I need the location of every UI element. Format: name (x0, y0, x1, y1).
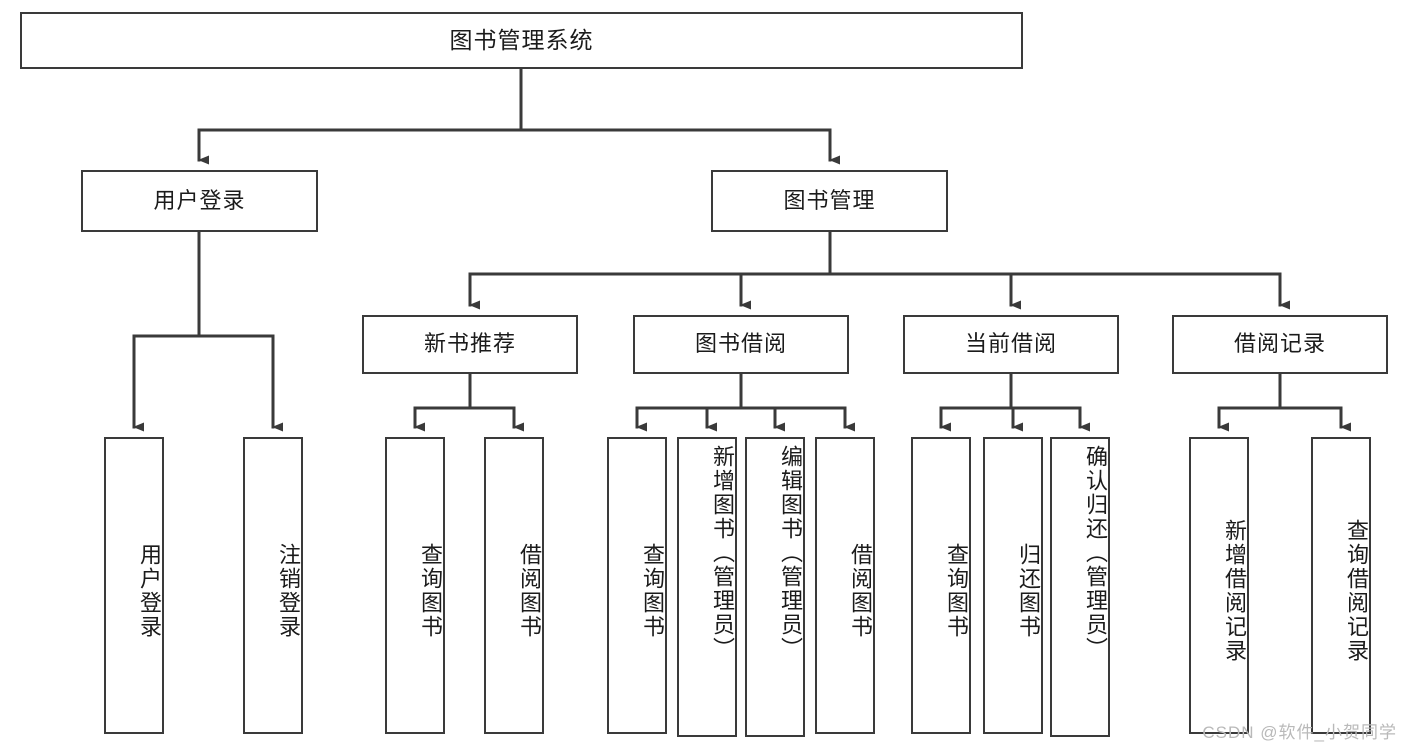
leaf-add-borrow-record[interactable]: 新增借阅记录 (1189, 437, 1249, 734)
leaf-return-book[interactable]: 归还图书 (983, 437, 1043, 734)
node-label: 确认归还（管理员） (1083, 445, 1108, 661)
node-label: 查询图书 (418, 542, 443, 639)
node-label: 查询图书 (640, 542, 665, 639)
node-label: 用户登录 (153, 187, 246, 213)
node-label: 用户登录 (137, 542, 162, 639)
node-label: 图书借阅 (694, 331, 787, 357)
leaf-logout[interactable]: 注销登录 (243, 437, 303, 734)
node-label: 查询图书 (944, 542, 969, 639)
leaf-query-borrow-record[interactable]: 查询借阅记录 (1311, 437, 1371, 734)
node-label: 借阅记录 (1233, 331, 1326, 357)
node-current-borrow[interactable]: 当前借阅 (903, 315, 1119, 374)
node-label: 借阅图书 (517, 542, 542, 639)
leaf-user-login[interactable]: 用户登录 (104, 437, 164, 734)
node-label: 查询借阅记录 (1344, 518, 1369, 663)
csdn-watermark: CSDN @软件_小贺同学 (1202, 723, 1397, 742)
node-borrow-record[interactable]: 借阅记录 (1172, 315, 1388, 374)
leaf-query-book-current[interactable]: 查询图书 (911, 437, 971, 734)
leaf-borrow-book[interactable]: 借阅图书 (815, 437, 875, 734)
node-label: 归还图书 (1016, 542, 1041, 639)
leaf-query-book-borrow[interactable]: 查询图书 (607, 437, 667, 734)
node-label: 当前借阅 (964, 331, 1057, 357)
node-label: 新书推荐 (423, 331, 516, 357)
node-label: 编辑图书（管理员） (778, 445, 803, 661)
node-book-borrow[interactable]: 图书借阅 (633, 315, 849, 374)
leaf-borrow-book-recommend[interactable]: 借阅图书 (484, 437, 544, 734)
leaf-add-book-admin[interactable]: 新增图书（管理员） (677, 437, 737, 737)
node-root-system[interactable]: 图书管理系统 (20, 12, 1023, 69)
node-label: 借阅图书 (848, 542, 873, 639)
node-new-book-recommend[interactable]: 新书推荐 (362, 315, 578, 374)
node-label: 图书管理系统 (449, 26, 594, 53)
node-book-management[interactable]: 图书管理 (711, 170, 948, 232)
leaf-edit-book-admin[interactable]: 编辑图书（管理员） (745, 437, 805, 737)
node-label: 图书管理 (783, 187, 876, 213)
node-user-login[interactable]: 用户登录 (81, 170, 318, 232)
node-label: 新增借阅记录 (1222, 518, 1247, 663)
leaf-query-book-recommend[interactable]: 查询图书 (385, 437, 445, 734)
leaf-confirm-return-admin[interactable]: 确认归还（管理员） (1050, 437, 1110, 737)
node-label: 注销登录 (276, 542, 301, 639)
node-label: 新增图书（管理员） (710, 445, 735, 661)
